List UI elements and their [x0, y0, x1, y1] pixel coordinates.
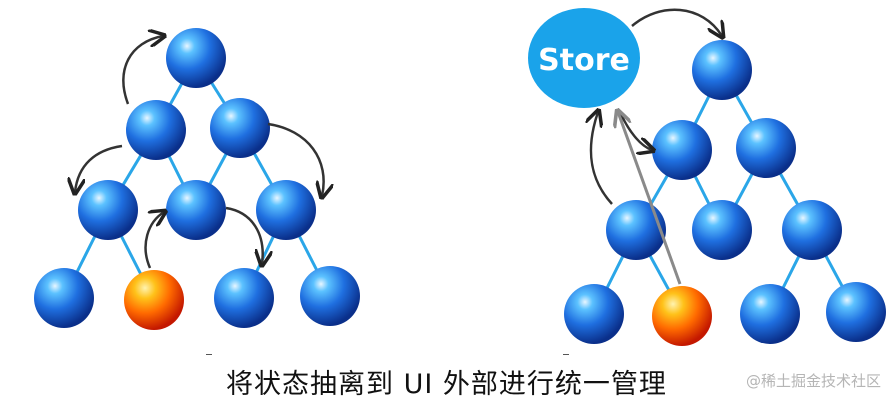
right-node-l2-b — [736, 118, 796, 178]
left-state-node — [124, 270, 184, 330]
diagram-caption: 将状态抽离到 UI 外部进行统一管理 — [226, 369, 667, 400]
right-state-node — [652, 286, 712, 346]
right-node-l2-a — [652, 120, 712, 180]
left-tree-edges — [62, 57, 332, 301]
arrow-to-sibling — [225, 206, 263, 264]
store-bubble: Store — [528, 8, 640, 108]
left-prop-arrows — [75, 36, 324, 268]
left-node-root — [166, 28, 226, 88]
right-node-l4-d — [826, 282, 886, 342]
store-label: Store — [538, 43, 630, 78]
arrow-state-up — [144, 212, 164, 269]
left-node-l3-c — [256, 180, 316, 240]
arrow-down-left — [75, 144, 123, 192]
left-node-l4-c — [214, 268, 274, 328]
right-store-arrows — [591, 8, 722, 285]
right-node-l3-c — [782, 200, 842, 260]
left-node-l4-a — [34, 268, 94, 328]
right-node-l4-c — [740, 284, 800, 344]
left-node-l3-b — [166, 180, 226, 240]
left-node-l4-d — [300, 266, 360, 326]
right-tree: Store — [528, 8, 886, 346]
left-node-l3-a — [78, 180, 138, 240]
right-node-l4-a — [564, 284, 624, 344]
arrow-state-to-store — [618, 112, 682, 285]
left-node-l2-a — [126, 100, 186, 160]
arrow-down-right — [267, 122, 324, 196]
left-tree — [34, 28, 360, 330]
arrow-node-to-store — [591, 112, 613, 205]
right-node-l3-b — [692, 200, 752, 260]
arrow-store-to-root — [631, 8, 722, 36]
left-node-l2-b — [210, 98, 270, 158]
state-management-diagram: Store — [34, 8, 886, 346]
right-node-l3-a — [606, 200, 666, 260]
right-tree-edges — [592, 69, 858, 315]
corner-mark-right — [563, 350, 569, 355]
corner-mark-left — [206, 350, 212, 355]
right-node-root — [692, 40, 752, 100]
arrow-to-root — [122, 36, 163, 105]
watermark: @稀土掘金技术社区 — [745, 372, 881, 390]
